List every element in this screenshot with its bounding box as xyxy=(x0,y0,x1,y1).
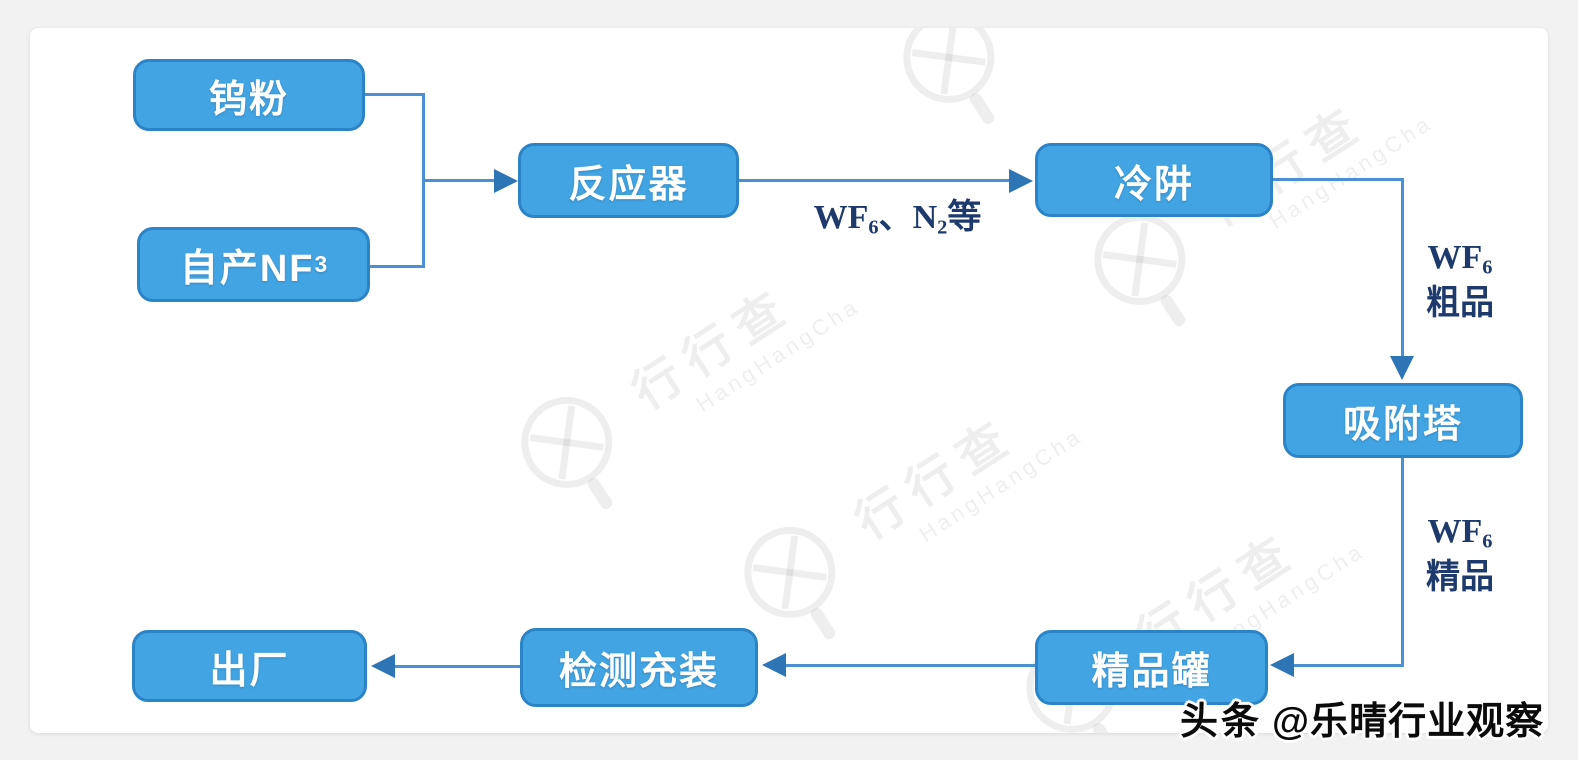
watermark-cn: 行行查 xyxy=(623,277,804,421)
arrowhead-into-coldtrap xyxy=(1009,169,1033,193)
node-shipment: 出厂 xyxy=(132,630,367,702)
credit-watermark: 头条@乐晴行业观察 xyxy=(1180,690,1544,745)
arrowhead-into-adsorption-tower xyxy=(1390,356,1414,380)
watermark-text: 行行查 HangHangCha xyxy=(1006,28,1246,56)
edge-label-text: WF xyxy=(1427,513,1483,550)
hanghangcha-logo-icon xyxy=(903,28,995,125)
connector-coldtrap-right xyxy=(1272,178,1404,181)
node-label: 反应器 xyxy=(568,164,689,206)
watermark-tile: 行行查 HangHangCha xyxy=(880,28,1261,152)
watermark-cn: 行行查 xyxy=(1006,28,1232,35)
edge-label-sub: 2 xyxy=(937,216,948,239)
hanghangcha-logo-icon xyxy=(521,396,613,510)
toutiao-brand-text: 头条 xyxy=(1180,701,1263,743)
watermark-en: HangHangCha xyxy=(691,292,865,417)
edge-label-sub: 6 xyxy=(868,216,879,239)
watermark-tile: 行行查 HangHangCha xyxy=(721,356,1102,666)
watermark-cn: 行行查 xyxy=(846,407,1027,551)
credit-handle-text: @乐晴行业观察 xyxy=(1272,701,1545,743)
edge-label-line: 精品 xyxy=(1426,558,1494,596)
arrowhead-into-fine-tank xyxy=(1270,653,1294,677)
edge-label-wf6-fine: WF6 精品 xyxy=(1408,510,1512,601)
edge-label-wf6-n2: WF6、N2等 xyxy=(780,196,1015,242)
connector-to-fine-tank xyxy=(1292,664,1404,667)
edge-label-line: WF6 xyxy=(1408,510,1512,556)
connector-nf3-to-junction xyxy=(369,265,425,268)
connector-down-to-adsorption xyxy=(1401,178,1404,358)
node-testing-filling: 检测充装 xyxy=(520,628,758,707)
watermark-text: 行行查 HangHangCha xyxy=(623,249,865,441)
connector-adsorption-down xyxy=(1401,457,1404,667)
node-label-sub: 3 xyxy=(314,251,328,277)
edge-label-text: WF xyxy=(813,199,869,236)
arrowhead-into-reactor xyxy=(494,169,518,193)
arrowhead-into-test-fill xyxy=(762,653,786,677)
connector-tungsten-to-junction xyxy=(365,93,425,96)
edge-label-sub: 6 xyxy=(1482,530,1493,553)
connector-testfill-to-shipment xyxy=(393,665,520,668)
edge-label-wf6-crude: WF6 粗品 xyxy=(1408,236,1512,327)
edge-label-line: WF6 xyxy=(1408,236,1512,282)
node-reactor: 反应器 xyxy=(518,143,739,218)
edge-label-line: 粗品 xyxy=(1426,284,1494,322)
node-label: 精品罐 xyxy=(1091,651,1212,693)
connector-finetank-to-testfill xyxy=(784,664,1035,667)
edge-label-text: 等 xyxy=(947,199,982,236)
node-cold-trap: 冷阱 xyxy=(1035,143,1273,217)
edge-label-text: WF xyxy=(1427,239,1483,276)
connector-junction-to-reactor xyxy=(422,179,496,182)
node-label: 自产NF xyxy=(179,248,315,290)
watermark-tile: 行行查 HangHangCha xyxy=(498,226,879,536)
arrowhead-into-shipment xyxy=(371,654,395,678)
node-adsorption-tower: 吸附塔 xyxy=(1283,383,1523,458)
node-label: 钨粉 xyxy=(208,78,289,121)
node-label: 冷阱 xyxy=(1113,163,1194,206)
edge-label-text: 、N xyxy=(878,199,938,236)
node-label: 出厂 xyxy=(209,649,290,692)
watermark-en: HangHangCha xyxy=(1264,109,1438,234)
watermark-text: 行行查 HangHangCha xyxy=(846,379,1088,571)
node-label: 吸附塔 xyxy=(1342,404,1463,446)
watermark-en: HangHangCha xyxy=(914,422,1088,547)
node-tungsten-powder: 钨粉 xyxy=(133,59,365,131)
connector-reactor-to-coldtrap xyxy=(739,179,1011,182)
diagram-card: 行行查 HangHangCha 行行查 HangHangCha xyxy=(30,28,1548,733)
watermark-en: HangHangCha xyxy=(1073,28,1246,32)
node-fine-product-tank: 精品罐 xyxy=(1035,630,1268,705)
node-label: 检测充装 xyxy=(558,651,719,693)
edge-label-sub: 6 xyxy=(1482,256,1493,279)
